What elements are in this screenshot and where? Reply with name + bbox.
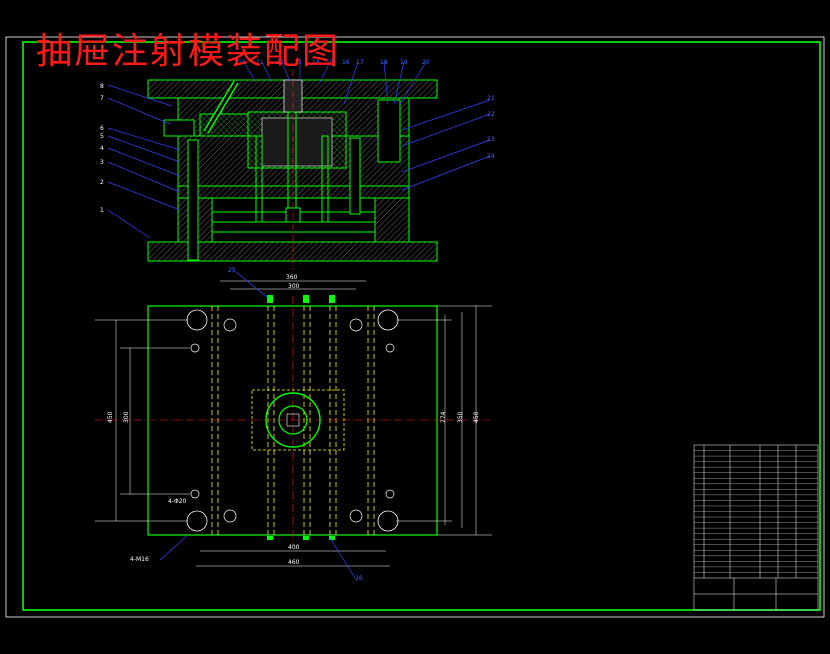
dim-bottom-inner: 400 bbox=[288, 544, 300, 551]
part-label: 20 bbox=[422, 59, 430, 66]
dim-right-inner: 274 bbox=[440, 411, 447, 423]
right-part-labels: 21 22 23 24 bbox=[487, 95, 495, 160]
part-label: 3 bbox=[100, 159, 104, 166]
part-label: 17 bbox=[356, 59, 364, 66]
plan-label-top: 25 bbox=[228, 267, 236, 274]
parts-list-rows bbox=[694, 450, 818, 573]
angle-pin-core bbox=[204, 81, 238, 133]
slider-housing bbox=[251, 389, 345, 451]
dim-hole-note: 4-M16 bbox=[130, 556, 149, 563]
part-label: 22 bbox=[487, 111, 495, 118]
ejector-pin-3 bbox=[321, 135, 329, 223]
part-label: 8 bbox=[100, 83, 104, 90]
section-leaders bbox=[107, 61, 491, 239]
part-label: 10 bbox=[238, 59, 246, 66]
inner-frame bbox=[22, 41, 821, 611]
outer-frame bbox=[5, 36, 825, 618]
pin-hole bbox=[385, 343, 395, 353]
part-label: 2 bbox=[100, 179, 104, 186]
guide-pin-left bbox=[187, 139, 199, 261]
part-label: 4 bbox=[100, 145, 104, 152]
plan-view bbox=[95, 295, 490, 545]
guide-pin-right bbox=[349, 137, 361, 215]
plan-label-bottom: 26 bbox=[355, 575, 363, 582]
locating-ring bbox=[265, 392, 321, 448]
part-label: 5 bbox=[100, 133, 104, 140]
support-plate bbox=[177, 185, 410, 199]
part-label: 15 bbox=[326, 59, 334, 66]
screw-hole bbox=[349, 509, 363, 523]
sprue-square bbox=[286, 413, 300, 427]
guide-hole bbox=[377, 510, 399, 532]
pin-hole bbox=[190, 489, 200, 499]
plan-outline bbox=[147, 305, 438, 536]
sprue-circle bbox=[278, 405, 308, 435]
dim-right-outer: 450 bbox=[473, 411, 480, 423]
left-part-labels: 8 7 6 5 4 3 2 1 bbox=[100, 83, 104, 214]
screw-hole bbox=[223, 509, 237, 523]
dim-pin-note: 4-Φ20 bbox=[168, 498, 187, 505]
part-label: 14 bbox=[312, 59, 320, 66]
dim-top-outer: 360 bbox=[286, 274, 298, 281]
part-label: 19 bbox=[400, 59, 408, 66]
section-view bbox=[147, 70, 438, 270]
dimension-lines bbox=[95, 280, 492, 567]
dim-top-inner: 300 bbox=[288, 283, 300, 290]
part-label: 18 bbox=[380, 59, 388, 66]
part-label: 7 bbox=[100, 95, 104, 102]
bottom-clamp-plate bbox=[147, 241, 438, 262]
part-label: 1 bbox=[100, 207, 104, 214]
pin-hole bbox=[385, 489, 395, 499]
guide-hole bbox=[186, 510, 208, 532]
part-label: 21 bbox=[487, 95, 495, 102]
product-cavity bbox=[261, 117, 333, 167]
dim-left-inner: 300 bbox=[123, 411, 130, 423]
part-label: 24 bbox=[487, 153, 495, 160]
dim-left-outer: 450 bbox=[107, 411, 114, 423]
dim-right-mid: 350 bbox=[457, 411, 464, 423]
part-label: 13 bbox=[294, 59, 302, 66]
pin-hole bbox=[190, 343, 200, 353]
part-label: 12 bbox=[276, 59, 284, 66]
screw-hole bbox=[223, 318, 237, 332]
screw-hole bbox=[349, 318, 363, 332]
part-label: 16 bbox=[342, 59, 350, 66]
part-label: 6 bbox=[100, 125, 104, 132]
part-label: 11 bbox=[256, 59, 264, 66]
parts-list-table bbox=[693, 444, 819, 611]
plan-leaders bbox=[159, 271, 356, 579]
dimension-texts: 360 300 400 460 450 300 274 350 450 4-Φ2… bbox=[107, 274, 480, 566]
dim-bottom-outer: 460 bbox=[288, 559, 300, 566]
part-label: 23 bbox=[487, 136, 495, 143]
guide-hole bbox=[377, 309, 399, 331]
ejector-pin-1 bbox=[255, 135, 263, 223]
spacer-right bbox=[374, 197, 410, 243]
guide-hole bbox=[186, 309, 208, 331]
top-part-labels: 10 11 12 13 14 15 16 17 18 19 20 bbox=[238, 59, 430, 66]
side-slider bbox=[163, 119, 195, 137]
guide-bush-right bbox=[377, 99, 401, 163]
ejector-plate bbox=[211, 221, 376, 233]
drawing-title: 抽屉注射模装配图 bbox=[36, 31, 341, 72]
